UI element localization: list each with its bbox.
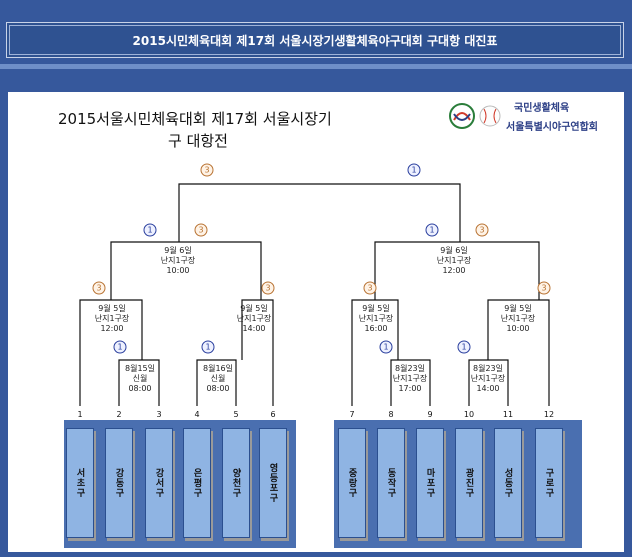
semi-left-right-marker: 3 <box>194 223 208 237</box>
final-connector <box>178 183 461 242</box>
r1d-date: 8월23일 <box>473 364 503 373</box>
qf3-marker: 3 <box>363 281 377 295</box>
r1b-time: 08:00 <box>206 384 230 393</box>
qf4-venue: 난지1구장 <box>500 314 536 323</box>
seed-number: 4 <box>194 410 200 419</box>
seed-number: 12 <box>543 410 555 419</box>
page-header: 2015시민체육대회 제17회 서울시장기생활체육야구대회 구대항 대진표 <box>6 22 624 58</box>
qf4-marker: 3 <box>537 281 551 295</box>
semi-left-connector <box>110 241 262 300</box>
seed-number: 9 <box>427 410 433 419</box>
r1c-connector <box>390 359 431 406</box>
team-box-guro[interactable]: 구로구 <box>535 428 563 538</box>
r1d-marker: 1 <box>457 340 471 354</box>
qf2-date: 9월 5일 <box>240 304 268 313</box>
r1c-time: 17:00 <box>398 384 422 393</box>
semi-right-date: 9월 6일 <box>440 246 468 255</box>
qf1-connector <box>79 299 143 406</box>
final-left-marker: 3 <box>200 163 214 177</box>
qf2-marker: 3 <box>261 281 275 295</box>
team-box-dongjak[interactable]: 동작구 <box>377 428 405 538</box>
seed-number: 11 <box>502 410 514 419</box>
seed-number: 1 <box>77 410 83 419</box>
semi-left-venue: 난지1구장 <box>160 256 196 265</box>
r1c-date: 8월23일 <box>395 364 425 373</box>
r1d-venue: 난지1구장 <box>470 374 506 383</box>
r1a-connector <box>118 359 160 406</box>
r1a-marker: 1 <box>113 340 127 354</box>
seed-number: 8 <box>388 410 394 419</box>
teams-panel-left <box>64 420 296 548</box>
qf3-venue: 난지1구장 <box>358 314 394 323</box>
seed-number: 10 <box>463 410 475 419</box>
team-box-gwangjin[interactable]: 광진구 <box>455 428 483 538</box>
sheet-title: 2015서울시민체육대회 제17회 서울시장기 <box>58 110 332 128</box>
semi-right-connector <box>374 241 540 300</box>
seed-number: 3 <box>156 410 162 419</box>
semi-left-date: 9월 6일 <box>164 246 192 255</box>
qf2-connector <box>241 299 274 406</box>
team-box-mapo[interactable]: 마포구 <box>416 428 444 538</box>
logo-text-line2: 서울특별시야구연합회 <box>506 122 598 133</box>
qf1-marker: 3 <box>92 281 106 295</box>
qf1-date: 9월 5일 <box>98 304 126 313</box>
qf1-time: 12:00 <box>100 324 124 333</box>
final-right-marker: 1 <box>407 163 421 177</box>
r1a-date: 8월15일 <box>125 364 155 373</box>
r1d-connector <box>468 359 509 406</box>
team-box-eunpyeong[interactable]: 은평구 <box>183 428 211 538</box>
seed-number: 2 <box>116 410 122 419</box>
r1b-date: 8월16일 <box>203 364 233 373</box>
header-title: 2015시민체육대회 제17회 서울시장기생활체육야구대회 구대항 대진표 <box>132 33 498 48</box>
seed-number: 5 <box>233 410 239 419</box>
qf3-date: 9월 5일 <box>362 304 390 313</box>
qf1-venue: 난지1구장 <box>94 314 130 323</box>
semi-right-venue: 난지1구장 <box>436 256 472 265</box>
r1c-venue: 난지1구장 <box>392 374 428 383</box>
federation-logo: 국민생활체육 서울특별시야구연합회 <box>446 100 616 136</box>
team-box-gangseo[interactable]: 강서구 <box>145 428 173 538</box>
bracket-lines <box>79 183 550 406</box>
semi-left-time: 10:00 <box>166 266 190 275</box>
r1b-marker: 1 <box>201 340 215 354</box>
r1b-venue: 신월 <box>210 374 226 383</box>
seed-number: 7 <box>349 410 355 419</box>
r1b-connector <box>196 359 237 406</box>
qf4-connector <box>487 299 550 406</box>
semi-right-right-marker: 3 <box>475 223 489 237</box>
semi-right-time: 12:00 <box>442 266 466 275</box>
semi-right-left-marker: 1 <box>425 223 439 237</box>
bracket-sheet: 2015서울시민체육대회 제17회 서울시장기 구 대항전 국민생활체육 서울특… <box>8 92 624 552</box>
sheet-subtitle: 구 대항전 <box>168 132 228 150</box>
r1a-time: 08:00 <box>128 384 152 393</box>
qf2-time: 14:00 <box>242 324 266 333</box>
qf3-time: 16:00 <box>364 324 388 333</box>
team-box-gangdong[interactable]: 강동구 <box>105 428 133 538</box>
seed-number: 6 <box>270 410 276 419</box>
semi-left-left-marker: 1 <box>143 223 157 237</box>
qf4-date: 9월 5일 <box>504 304 532 313</box>
r1a-venue: 신월 <box>132 374 148 383</box>
qf3-connector <box>351 299 399 406</box>
team-box-yangcheon[interactable]: 양천구 <box>222 428 250 538</box>
team-box-jungnang[interactable]: 중랑구 <box>338 428 366 538</box>
team-box-seocho[interactable]: 서초구 <box>66 428 94 538</box>
r1d-time: 14:00 <box>476 384 500 393</box>
qf4-time: 10:00 <box>506 324 530 333</box>
team-box-seongdong[interactable]: 성동구 <box>494 428 522 538</box>
r1c-marker: 1 <box>379 340 393 354</box>
logo-text-line1: 국민생활체육 <box>514 103 570 114</box>
team-box-yeongdeungpo[interactable]: 영등포구 <box>259 428 287 538</box>
qf2-venue: 난지1구장 <box>236 314 272 323</box>
logo-emblem-icon <box>449 103 501 129</box>
header-divider <box>0 64 632 69</box>
